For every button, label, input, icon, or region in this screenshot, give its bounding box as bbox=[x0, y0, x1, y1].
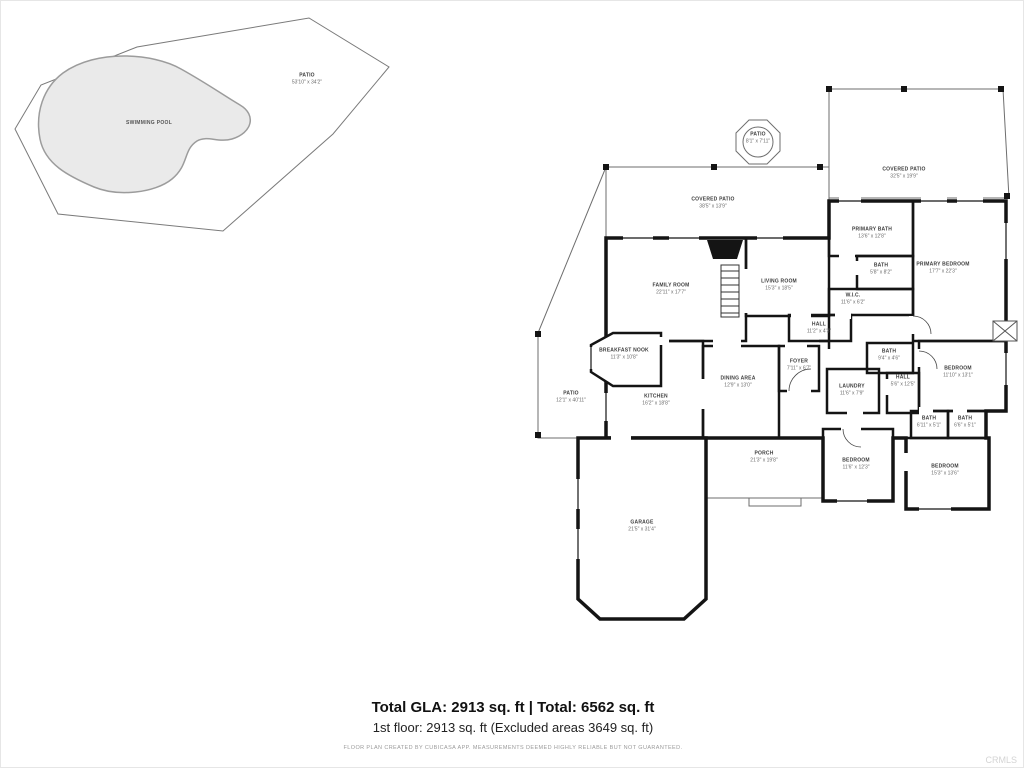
room-label-covered-patio-left: COVERED PATIO 38'5" x 13'9" bbox=[691, 196, 735, 210]
window-seat bbox=[992, 320, 1018, 342]
room-label-bath-left: BATH 6'11" x 5'1" bbox=[916, 415, 942, 429]
attic-ladder bbox=[720, 264, 740, 318]
room-label-dining-area: DINING AREA 12'9" x 13'0" bbox=[720, 375, 756, 389]
room-label-primary-bedroom: PRIMARY BEDROOM 17'7" x 22'3" bbox=[916, 261, 970, 275]
pool-patio-label: PATIO 53'10" x 34'2" bbox=[291, 72, 323, 86]
door-arcs bbox=[788, 315, 938, 448]
octagon-patio-inner bbox=[742, 126, 774, 158]
room-label-porch: PORCH 21'3" x 19'8" bbox=[750, 450, 778, 464]
swimming-pool-label: SWIMMING POOL bbox=[125, 120, 173, 126]
room-label-bedroom-ne: BEDROOM 11'10" x 13'1" bbox=[943, 365, 973, 379]
room-label-bedroom-se: BEDROOM 15'3" x 13'6" bbox=[931, 463, 959, 477]
wall-openings bbox=[611, 252, 967, 471]
room-label-hall-upper: HALL 11'2" x 4'3" bbox=[806, 321, 832, 335]
porch-step bbox=[748, 497, 802, 507]
fireplace bbox=[707, 240, 743, 259]
room-label-patio-wedge: PATIO 12'1" x 40'11" bbox=[556, 390, 586, 404]
room-label-garage: GARAGE 21'5" x 31'4" bbox=[628, 519, 656, 533]
room-label-primary-bath: PRIMARY BATH 13'6" x 12'8" bbox=[851, 226, 893, 240]
windows bbox=[574, 197, 1010, 559]
room-label-family-room: FAMILY ROOM 22'11" x 17'7" bbox=[652, 282, 690, 296]
covered-patio-right bbox=[828, 88, 1010, 199]
porch-outline bbox=[700, 437, 832, 499]
room-label-patio-octagon: PATIO 8'1" x 7'11" bbox=[745, 131, 771, 145]
room-label-wic: W.I.C. 11'6" x 6'2" bbox=[840, 292, 866, 306]
room-label-covered-patio-right: COVERED PATIO 32'5" x 19'9" bbox=[882, 166, 926, 180]
octagon-patio bbox=[735, 119, 781, 165]
room-label-bath-right: BATH 6'6" x 5'1" bbox=[954, 415, 976, 429]
room-label-bath-small: BATH 5'8" x 8'2" bbox=[870, 262, 892, 276]
breakfast-nook-bay bbox=[589, 331, 663, 388]
room-label-kitchen: KITCHEN 16'2" x 18'8" bbox=[642, 393, 670, 407]
room-label-foyer: FOYER 7'11" x 6'7" bbox=[786, 358, 812, 372]
room-label-hall-vertical: HALL 5'6" x 12'5" bbox=[890, 374, 916, 388]
patio-posts bbox=[535, 86, 1010, 438]
room-label-laundry: LAUNDRY 11'6" x 7'9" bbox=[839, 383, 865, 397]
total-gla-text: Total GLA: 2913 sq. ft | Total: 6562 sq.… bbox=[371, 699, 655, 716]
room-label-bedroom-south: BEDROOM 11'6" x 12'3" bbox=[842, 457, 870, 471]
room-label-bath-hall: BATH 9'4" x 4'6" bbox=[878, 348, 900, 362]
disclaimer-text: FLOOR PLAN CREATED BY CUBICASA APP. MEAS… bbox=[343, 745, 683, 751]
swimming-pool-shape bbox=[37, 55, 251, 194]
outdoor-areas bbox=[537, 88, 1010, 507]
first-floor-text: 1st floor: 2913 sq. ft (Excluded areas 3… bbox=[372, 720, 654, 735]
room-label-breakfast-nook: BREAKFAST NOOK 11'3" x 10'8" bbox=[599, 347, 649, 361]
room-label-living-room: LIVING ROOM 15'3" x 18'5" bbox=[761, 278, 797, 292]
crmls-watermark: CRMLS bbox=[985, 755, 1017, 765]
